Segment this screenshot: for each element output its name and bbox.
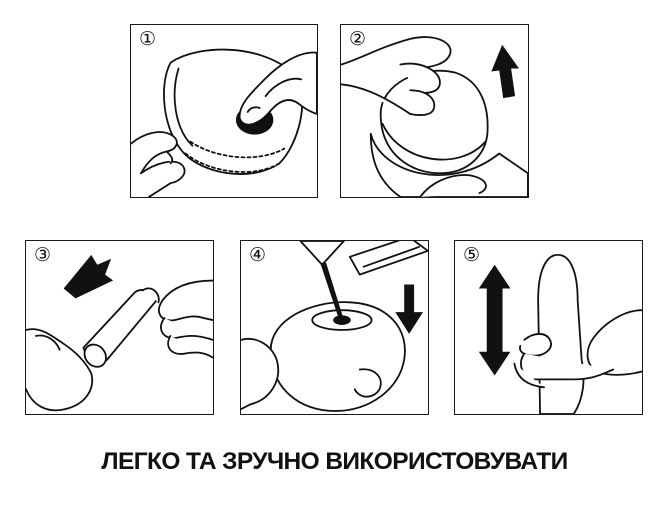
arrow-up-down-icon <box>478 264 511 376</box>
arrow-up-right-icon <box>63 254 114 299</box>
lubricant-pour-icon <box>241 241 428 414</box>
step-4-panel: ④ <box>240 240 429 415</box>
step-5-panel: ⑤ <box>454 240 643 415</box>
step-1-panel: ① <box>130 24 318 198</box>
hand-remove-cap-icon <box>26 254 213 414</box>
step-1-number: ① <box>139 28 157 50</box>
step-4-number: ④ <box>249 244 267 266</box>
step-3-number: ③ <box>34 244 52 266</box>
caption-title: ЛЕГКО ТА ЗРУЧНО ВИКОРИСТОВУВАТИ <box>101 448 568 475</box>
hand-open-cup-icon <box>131 25 317 197</box>
stroke-up-down-icon <box>478 241 642 414</box>
step-2-panel: ② <box>340 24 529 198</box>
step-2-number: ② <box>349 28 367 50</box>
step-3-panel: ③ <box>25 240 214 415</box>
arrow-down-icon <box>395 284 423 334</box>
hand-pull-up-icon <box>341 25 528 197</box>
step-5-number: ⑤ <box>463 244 481 266</box>
arrow-up-icon <box>491 44 520 99</box>
